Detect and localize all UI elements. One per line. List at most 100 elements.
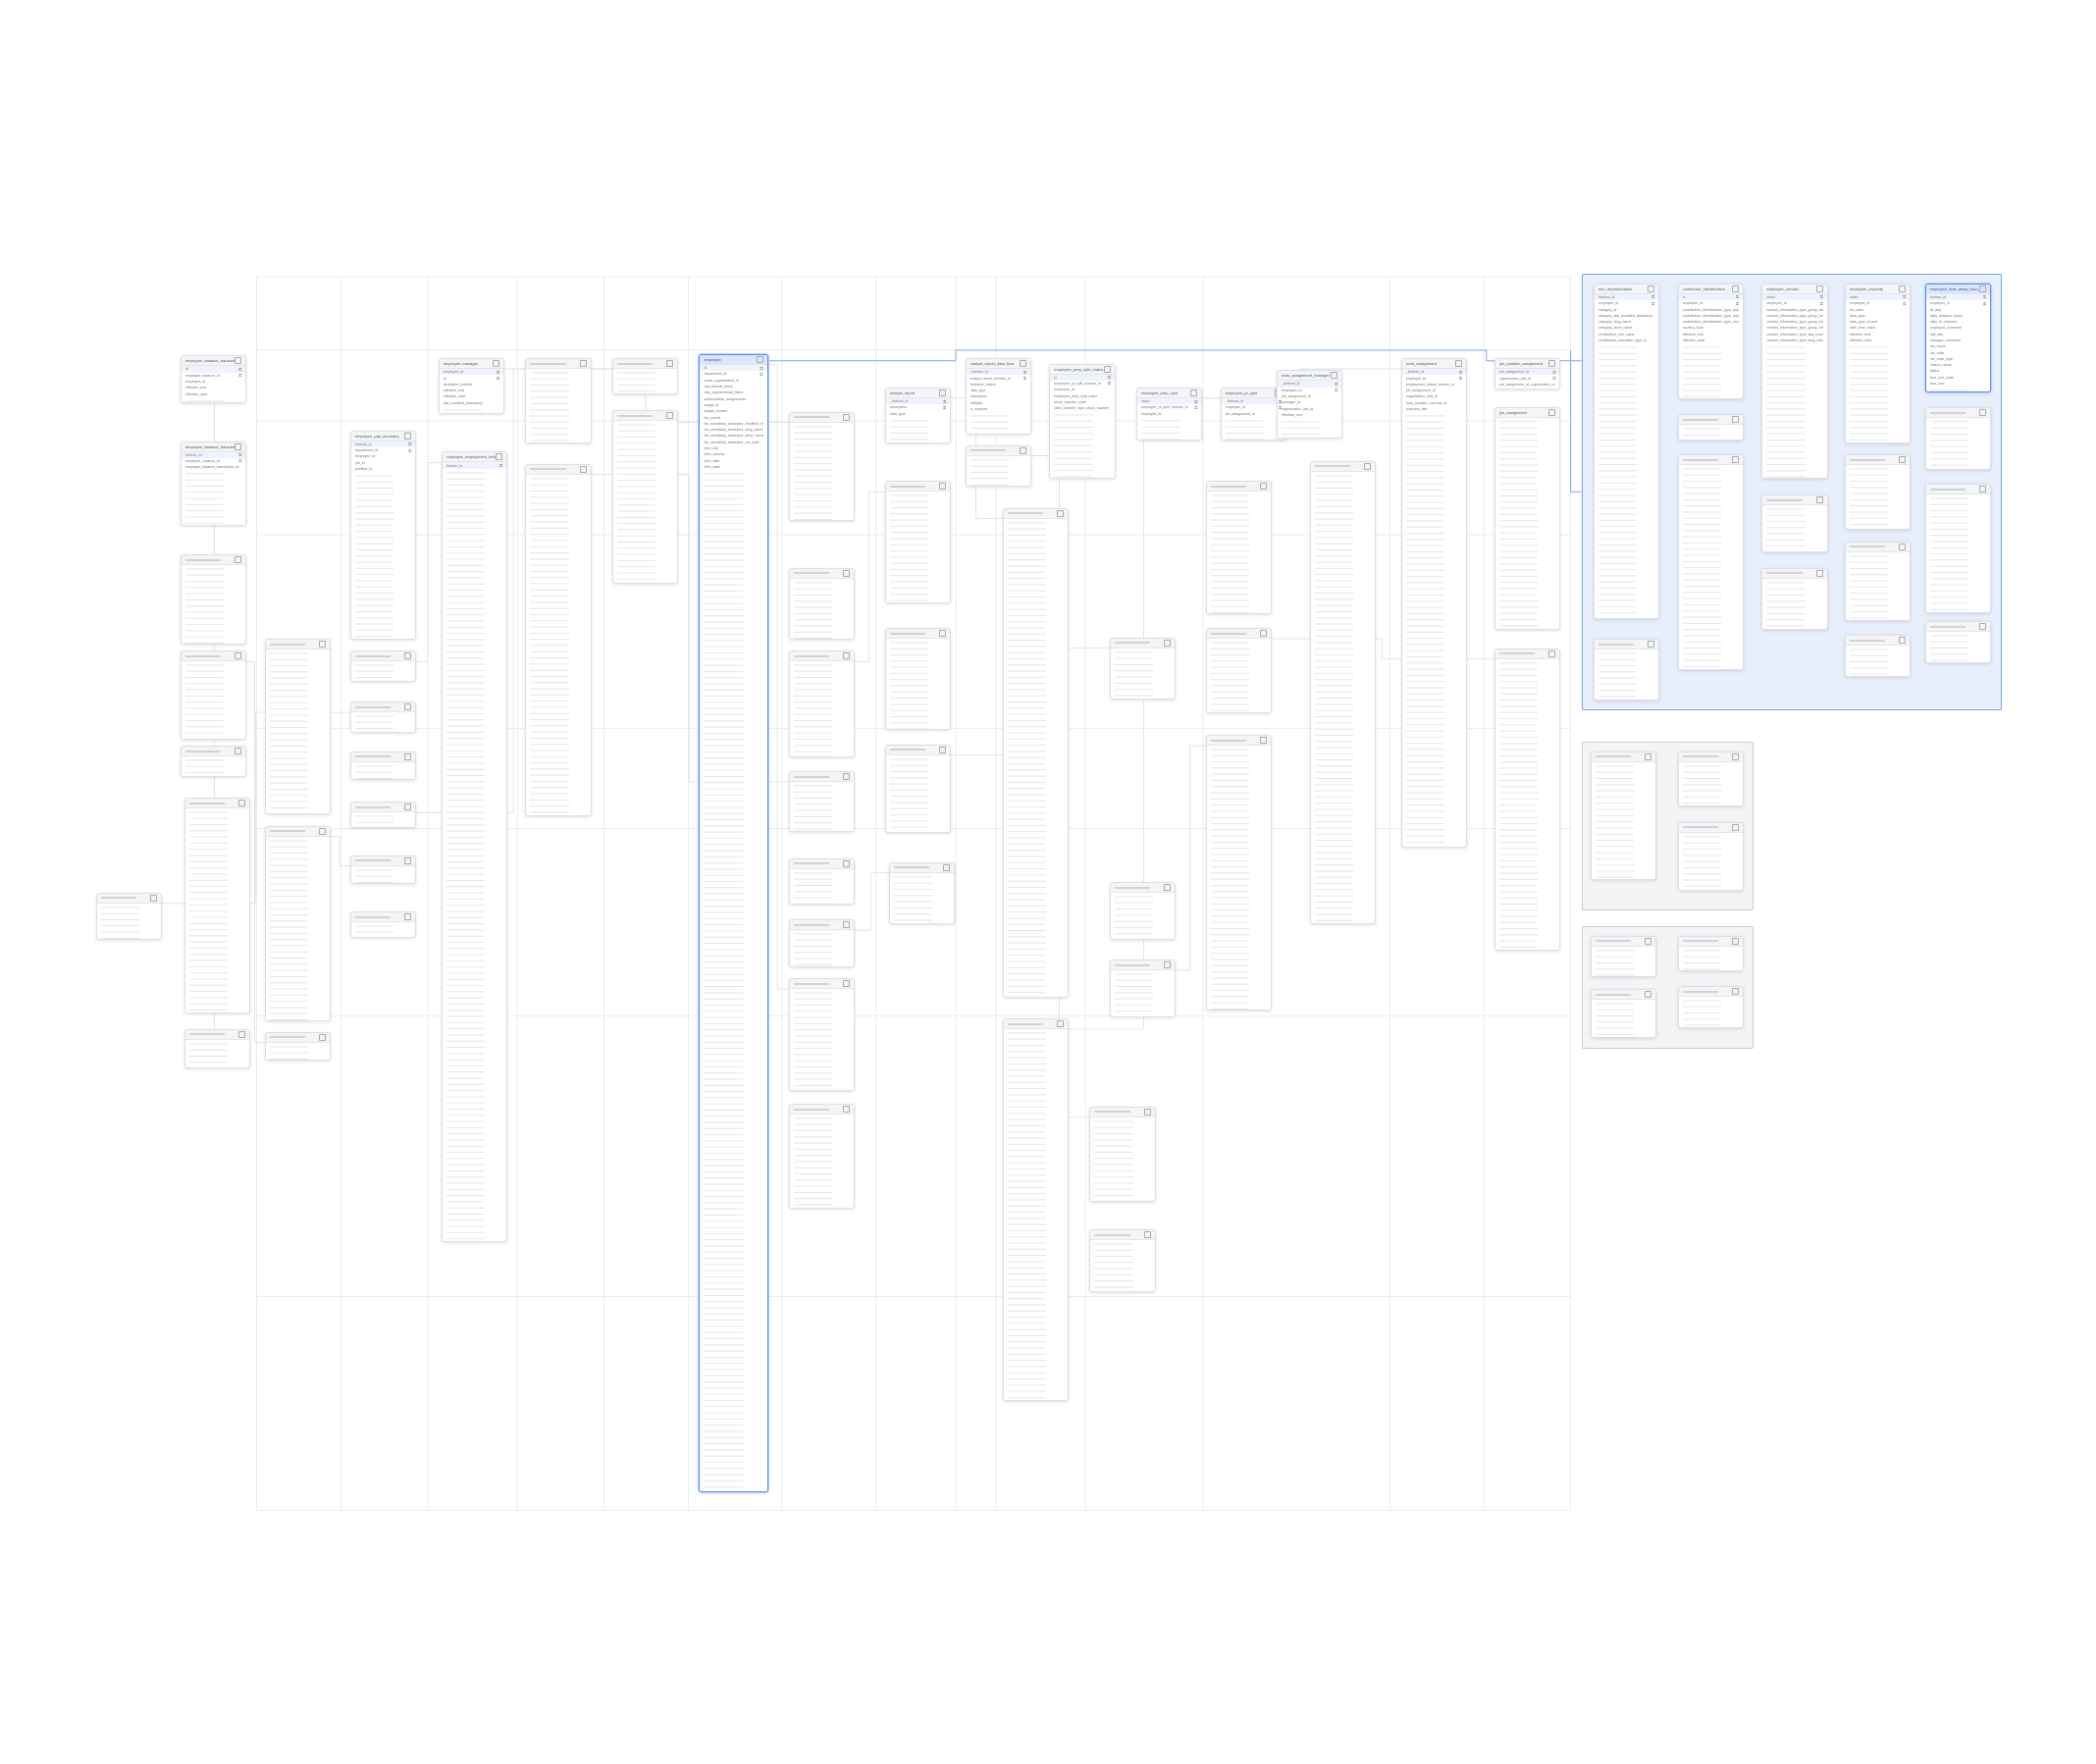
table-header[interactable] (1592, 990, 1656, 1001)
table-header[interactable] (1845, 455, 1911, 466)
table-card[interactable]: work_assignment_fivetran_id⚿employee_id⚿… (1400, 358, 1467, 849)
table-card[interactable] (1109, 637, 1177, 700)
table-card[interactable] (1677, 935, 1744, 971)
table-header[interactable] (966, 445, 1030, 456)
table-header[interactable] (1003, 508, 1069, 519)
table-card[interactable] (349, 751, 417, 780)
table-field[interactable]: contact_information_type_group_last_modi… (1762, 306, 1826, 312)
table-card[interactable] (788, 857, 856, 905)
table-field[interactable]: _fivetran_id⚿ (1401, 369, 1466, 376)
table-menu-icon[interactable] (1019, 446, 1026, 454)
table-field[interactable]: employee_id (1050, 387, 1114, 392)
table-menu-icon[interactable] (1057, 509, 1065, 517)
table-card[interactable]: employee_time_away_from_workfivetran_id⚿… (1924, 283, 1991, 392)
table-header[interactable]: job_assignment (1494, 408, 1560, 419)
table-menu-icon[interactable] (939, 389, 947, 397)
table-menu-icon[interactable] (1731, 823, 1739, 831)
table-card[interactable] (1310, 460, 1377, 924)
table-menu-icon[interactable] (666, 412, 674, 420)
table-field[interactable]: bit_value (1846, 306, 1910, 312)
table-field[interactable]: job_assignment_id (1278, 393, 1341, 399)
table-menu-icon[interactable] (1260, 737, 1268, 745)
table-card[interactable] (1205, 628, 1273, 713)
table-header[interactable]: employee (700, 354, 767, 365)
table-field[interactable]: employee_balance_id⚿ (182, 458, 245, 464)
table-field[interactable]: labor_transfer_type_stock_transfer_code (1050, 405, 1114, 411)
table-header[interactable] (526, 464, 591, 475)
table-header[interactable] (789, 568, 855, 579)
table-field[interactable]: contribution_identification_type_long_na… (1679, 313, 1743, 319)
table-field[interactable]: employee_id⚿ (1846, 300, 1910, 306)
table-menu-icon[interactable] (1260, 630, 1268, 638)
table-field[interactable]: analyst_report_fivetran_id⚿ (967, 375, 1030, 381)
table-card[interactable]: job_assignment (1493, 407, 1561, 631)
table-header[interactable]: work_assignment_manager (1277, 371, 1342, 382)
table-card[interactable] (1844, 454, 1912, 531)
table-menu-icon[interactable] (1899, 637, 1907, 645)
table-field[interactable]: time_unit_code (1926, 375, 1990, 381)
table-field[interactable]: bio_userid (700, 414, 766, 420)
table-card[interactable] (180, 746, 247, 778)
table-field[interactable]: bio_sensitivity_descriptor_ref_code (700, 440, 766, 445)
table-field[interactable]: status (1926, 368, 1990, 374)
table-menu-icon[interactable] (495, 453, 502, 461)
table-card[interactable] (349, 650, 417, 683)
table-header[interactable] (181, 555, 246, 566)
table-card[interactable] (264, 639, 332, 815)
table-menu-icon[interactable] (1645, 752, 1652, 760)
table-menu-icon[interactable] (579, 360, 587, 368)
table-field[interactable]: organization_unit_id⚿ (1495, 375, 1559, 381)
table-field[interactable]: index⚿ (1762, 293, 1827, 301)
table-field[interactable]: organization_unit_id (1402, 393, 1466, 399)
table-menu-icon[interactable] (1331, 372, 1338, 380)
table-header[interactable] (612, 359, 678, 370)
table-field[interactable]: last_modified_timestamp (440, 400, 503, 406)
table-card[interactable] (1677, 454, 1744, 671)
table-card[interactable] (1593, 639, 1660, 701)
table-menu-icon[interactable] (404, 804, 412, 811)
table-menu-icon[interactable] (1979, 486, 1986, 493)
table-field[interactable]: job_id (351, 460, 415, 466)
table-field[interactable]: employee_id⚿ (1278, 388, 1341, 393)
table-menu-icon[interactable] (1019, 360, 1026, 368)
table-header[interactable] (789, 858, 855, 869)
table-field[interactable]: date_time_value (1846, 325, 1910, 331)
table-header[interactable] (1925, 622, 1990, 633)
table-menu-icon[interactable] (1648, 285, 1655, 292)
table-header[interactable]: job_position_assignment (1494, 359, 1560, 370)
table-header[interactable] (789, 979, 855, 990)
table-header[interactable] (1845, 636, 1911, 647)
table-header[interactable]: analyst_report_data_flow (966, 359, 1030, 370)
table-field[interactable]: bio_sensitivity_descriptor_long_name (700, 427, 766, 433)
table-menu-icon[interactable] (579, 465, 587, 473)
table-card[interactable] (183, 1028, 251, 1069)
table-menu-icon[interactable] (404, 432, 412, 440)
table-field[interactable]: category_last_modified_timestamp (1595, 313, 1658, 319)
table-card[interactable] (1089, 1229, 1156, 1292)
table-field[interactable]: employee_id (1137, 411, 1201, 417)
table-header[interactable] (181, 747, 246, 757)
table-field[interactable]: description⚿ (886, 404, 950, 410)
table-field[interactable]: has_federal_taxes (700, 384, 766, 389)
table-field[interactable]: id⚿ (1678, 293, 1743, 301)
table-field[interactable]: employee_pt_split_fivetran_id⚿ (1137, 404, 1201, 410)
table-header[interactable] (1762, 495, 1827, 506)
table-field[interactable]: _fivetran_id⚿ (966, 369, 1030, 376)
table-card[interactable] (180, 554, 247, 646)
table-field[interactable]: effective_end (182, 385, 245, 390)
table-field[interactable]: effective_start (1846, 337, 1910, 343)
table-field[interactable]: badge_id (700, 402, 766, 408)
table-card[interactable] (1109, 960, 1177, 1018)
table-menu-icon[interactable] (319, 827, 327, 835)
table-field[interactable]: job_assignment_id (1222, 411, 1285, 417)
table-card[interactable] (183, 798, 251, 1014)
table-field[interactable]: contact_information_type_last_modified_t… (1762, 332, 1826, 337)
table-card[interactable]: employee_pt_split_fivetran_id⚿employee_i… (1220, 388, 1287, 441)
table-field[interactable]: half_day (1926, 332, 1990, 337)
table-header[interactable] (1206, 482, 1272, 493)
table-header[interactable] (1678, 936, 1743, 947)
table-header[interactable] (97, 893, 162, 904)
table-card[interactable] (884, 481, 952, 603)
